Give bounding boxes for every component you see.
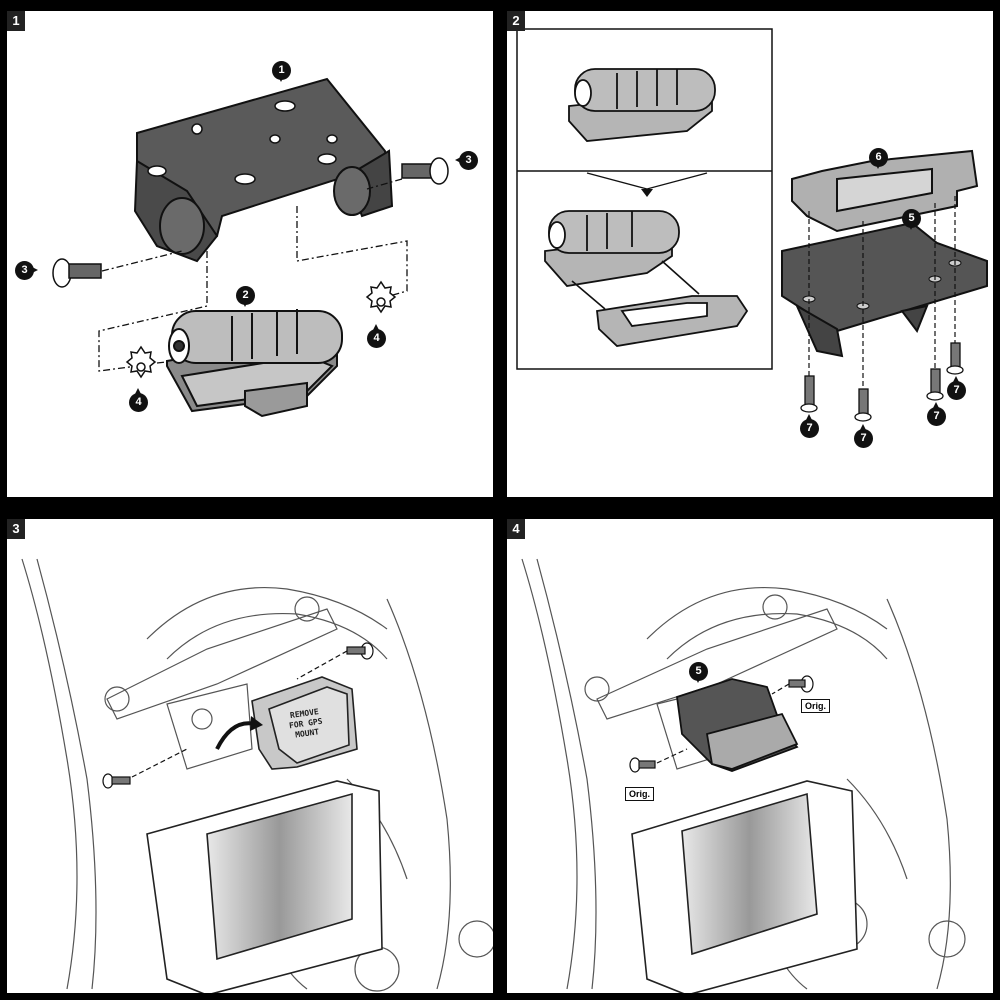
bolt-left [52,258,102,288]
original-screw-tag-right: Orig. [801,699,831,713]
original-screw-tag-left: Orig. [625,787,655,801]
washer-left [125,345,157,379]
step-number: 3 [7,519,25,539]
bolt-right [401,157,449,185]
remove-for-gps-mount-label: REMOVE FOR GPS MOUNT [287,707,325,741]
callout-part-3-right: 3 [455,151,478,170]
rubber-frame-part [791,149,979,233]
mount-bracket-part [133,77,394,263]
callout-part-7-d: 7 [947,376,966,400]
callout-part-6: 6 [869,148,888,169]
callout-part-5: 5 [689,662,708,683]
tft-display [631,780,858,993]
mount-installed-view [521,558,966,993]
callout-part-7-c: 7 [927,402,946,426]
callout-part-3-left: 3 [15,261,38,280]
step-number: 4 [507,519,525,539]
base-plate-part [781,221,988,358]
gps-cover [251,676,358,770]
step-2-panel: 2 [506,10,994,498]
callout-part-5: 5 [902,209,921,230]
step-1-panel: 1 [6,10,494,498]
callout-part-1: 1 [272,61,291,82]
tft-display [146,780,383,993]
motorcycle-dash-installation-view [21,558,493,993]
step-number: 2 [507,11,525,31]
callout-part-2: 2 [236,286,255,307]
step-number: 1 [7,11,25,31]
step-4-panel: 4 [506,518,994,994]
callout-part-7-b: 7 [854,424,873,448]
installed-mount-part [676,678,799,772]
callout-part-7-a: 7 [800,414,819,438]
mounting-plate-exploded-view [52,77,449,418]
hinge-assembly-view [516,28,988,422]
callout-part-4-left: 4 [129,388,148,412]
callout-part-4-right: 4 [367,324,386,348]
screws [800,342,964,422]
washer-right [365,280,397,314]
step-3-panel: 3 [6,518,494,994]
hinge-part [166,309,343,418]
